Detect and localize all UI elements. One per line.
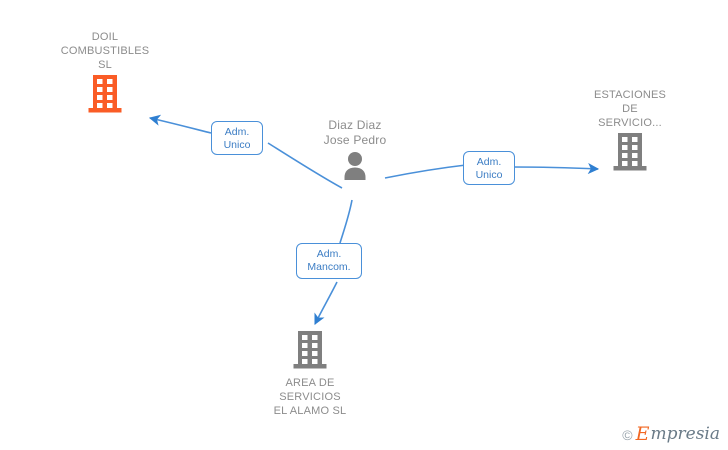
- empresia-watermark: © E mpresia: [622, 425, 720, 444]
- company-node-estaciones[interactable]: ESTACIONES DE SERVICIO...: [565, 88, 695, 172]
- company-node-alamo[interactable]: AREA DE SERVICIOS EL ALAMO SL: [245, 328, 375, 418]
- company-label-alamo: AREA DE SERVICIOS EL ALAMO SL: [273, 377, 347, 417]
- company-label-estaciones: ESTACIONES DE SERVICIO...: [593, 89, 667, 129]
- company-node-doil[interactable]: DOIL COMBUSTIBLES SL: [40, 30, 170, 114]
- person-label: Diaz Diaz Jose Pedro: [323, 118, 387, 147]
- person-node[interactable]: Diaz Diaz Jose Pedro: [290, 118, 420, 182]
- relation-label-estaciones[interactable]: Adm. Unico: [463, 151, 515, 185]
- edge-doil-arrow: [148, 114, 212, 134]
- person-icon: [290, 150, 420, 182]
- brand-initial: E: [635, 423, 650, 445]
- building-icon: [565, 132, 695, 172]
- building-icon: [245, 330, 375, 370]
- edge-person-to-alamo-top: [339, 199, 353, 244]
- relation-label-doil[interactable]: Adm. Unico: [211, 121, 263, 155]
- copyright-icon: ©: [622, 426, 633, 443]
- brand-name: mpresia: [650, 424, 721, 444]
- edge-alamo-arrow: [314, 281, 338, 326]
- relation-label-alamo[interactable]: Adm. Mancom.: [296, 243, 362, 279]
- company-label-doil: DOIL COMBUSTIBLES SL: [60, 31, 150, 71]
- building-icon: [40, 74, 170, 114]
